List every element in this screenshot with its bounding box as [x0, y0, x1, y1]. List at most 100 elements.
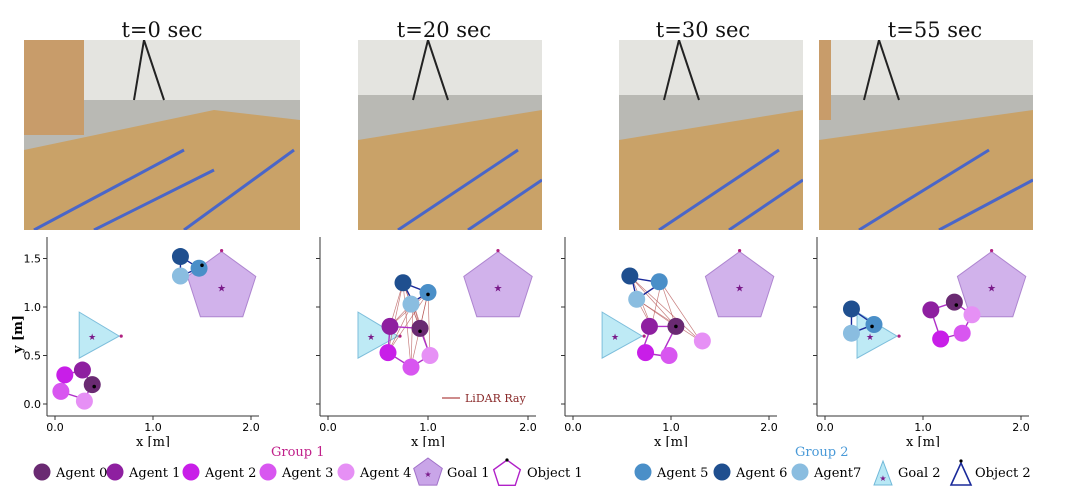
agent-5	[650, 273, 668, 291]
agent-1	[73, 361, 91, 379]
goal-2-star: ★	[866, 333, 874, 343]
goal-1-marker	[220, 249, 224, 253]
agent-0	[83, 376, 101, 394]
agent-7	[628, 290, 646, 308]
panel-title-3: t=55 sec	[887, 18, 983, 42]
group2-title: Group 2	[795, 445, 849, 460]
goal-1-star: ★	[217, 284, 226, 295]
y-axis-label: y [m]	[11, 315, 26, 354]
legend-marker-agent-5	[634, 463, 652, 481]
agent-1	[640, 317, 658, 335]
lidar-ray	[427, 292, 431, 356]
legend-marker-agent-3	[259, 463, 277, 481]
goal-2-marker	[642, 334, 646, 338]
legend-label: Goal 2	[898, 466, 941, 481]
legend-dot	[959, 459, 963, 463]
legend-label: Agent 3	[281, 466, 333, 481]
agent-3	[660, 347, 678, 364]
lidar-ray	[402, 282, 412, 368]
legend-label: Object 1	[527, 466, 583, 481]
legend-label: Goal 1	[447, 466, 490, 481]
legend-marker-object-1	[492, 459, 522, 486]
goal-2-star: ★	[88, 333, 96, 343]
legend-star: ★	[879, 474, 886, 483]
y-tick-label: 1.5	[24, 253, 42, 266]
legend-label: Agent 1	[128, 466, 180, 481]
legend-label: Agent 2	[204, 466, 256, 481]
x-tick-label: 1.0	[144, 421, 162, 434]
photo-t30	[619, 40, 803, 230]
x-tick-label: 0.0	[564, 421, 582, 434]
agent-7	[402, 295, 420, 313]
lidar-ray	[631, 277, 701, 342]
x-tick-label: 1.0	[914, 421, 932, 434]
object-marker	[418, 329, 422, 334]
agent-3	[402, 358, 420, 376]
x-tick-label: 2.0	[760, 421, 778, 434]
x-tick-label: 2.0	[1012, 421, 1030, 434]
agent-5	[865, 315, 883, 333]
legend-label: Object 2	[975, 466, 1031, 481]
x-tick-label: 0.0	[319, 421, 337, 434]
x-axis-label: x [m]	[654, 435, 688, 447]
legend-label: Agent 5	[656, 466, 708, 481]
goal-1-marker	[738, 249, 742, 253]
goal-2	[601, 311, 644, 359]
x-axis-label: x [m]	[411, 435, 445, 447]
goal-1-star: ★	[735, 284, 744, 295]
object-marker	[92, 384, 96, 389]
legend-marker-agent-7	[791, 463, 809, 481]
legend-marker-agent-0	[33, 463, 51, 481]
agent-4	[75, 392, 93, 410]
agent-3	[52, 382, 70, 400]
legend-dot	[505, 458, 509, 462]
legend-label: Agent 6	[735, 466, 787, 481]
x-axis-label: x [m]	[906, 435, 940, 447]
lidar-ray	[631, 277, 677, 327]
panel-title-0: t=0 sec	[121, 18, 203, 42]
legend-marker-agent-4	[337, 463, 355, 481]
goal-1-marker	[990, 249, 994, 253]
agent-1	[922, 301, 940, 319]
agent-1	[381, 317, 399, 335]
x-tick-label: 1.0	[662, 421, 680, 434]
object-marker	[200, 263, 204, 268]
agent-5	[419, 283, 437, 301]
legend-marker-goal-2	[873, 459, 893, 486]
object-marker	[954, 303, 959, 307]
agent-4	[963, 306, 981, 324]
object-marker	[674, 324, 678, 329]
goal-1	[704, 250, 775, 318]
y-tick-label: 1.0	[24, 301, 42, 314]
legend-marker-agent-2	[182, 463, 200, 481]
x-tick-label: 2.0	[519, 421, 537, 434]
goal-2	[78, 311, 121, 359]
agent-0	[411, 319, 429, 337]
agent-2	[637, 344, 655, 362]
agent-7	[842, 324, 860, 342]
photo-t20	[358, 40, 542, 230]
goal-2-marker	[119, 334, 123, 338]
goal-1	[463, 250, 533, 318]
x-tick-label: 0.0	[816, 421, 834, 434]
legend-marker-goal-1	[413, 457, 443, 486]
y-tick-label: 0.5	[24, 350, 42, 363]
legend-marker-agent-1	[106, 463, 124, 481]
goal-1-marker	[496, 249, 500, 253]
legend-label: Agent 0	[55, 466, 107, 481]
object-marker	[426, 292, 430, 297]
photo-t55	[819, 40, 1033, 230]
agent-5	[190, 259, 208, 277]
agent-6	[842, 300, 860, 318]
legend-marker-object-2	[949, 461, 973, 486]
agent-3	[953, 324, 971, 342]
agent-6	[621, 267, 639, 285]
x-tick-label: 1.0	[419, 421, 437, 434]
agent-2	[379, 344, 397, 362]
legend-star: ★	[424, 470, 431, 479]
